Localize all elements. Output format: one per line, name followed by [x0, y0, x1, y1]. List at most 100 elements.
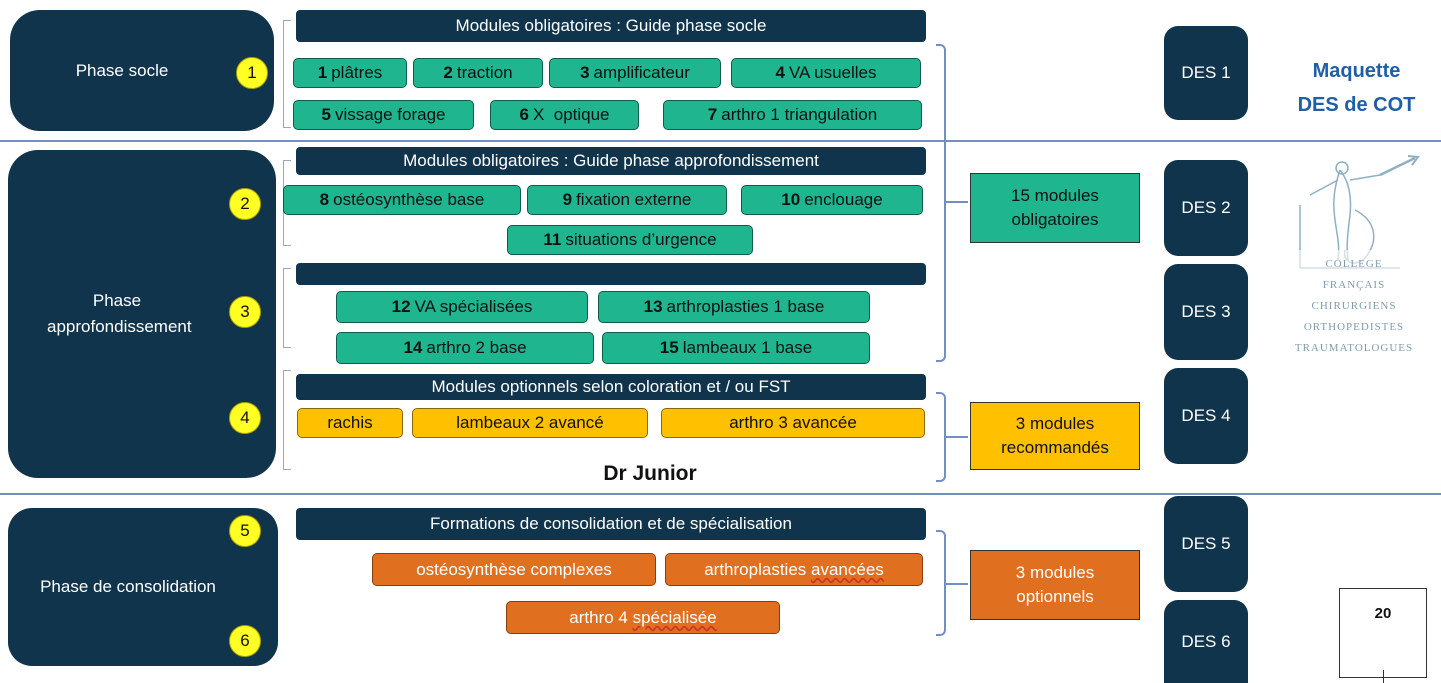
summary-line: 3 modules: [1015, 414, 1095, 433]
brace-tick: [946, 583, 968, 585]
advanced-module: arthroplasties avancées: [665, 553, 923, 586]
des-year: DES 3: [1164, 264, 1248, 360]
step-number: 6: [229, 625, 261, 657]
module-number: 12: [391, 297, 411, 316]
module-number: 11: [543, 230, 562, 249]
module-number: 2: [443, 63, 453, 82]
module-number: 9: [562, 190, 573, 209]
step-number: 2: [229, 188, 261, 220]
module-number: 8: [319, 190, 330, 209]
page-number-box: 20: [1339, 588, 1427, 678]
summary-line: recommandés: [1001, 438, 1109, 457]
step-number: 5: [229, 515, 261, 547]
optional-module: rachis: [297, 408, 403, 438]
brace-tick: [946, 436, 968, 438]
section-bar-socle: Modules obligatoires : Guide phase socle: [296, 10, 926, 42]
module-number: 3: [580, 63, 590, 82]
phase-label: Phase socle: [75, 60, 169, 80]
summary-recommandes: 3 modules recommandés: [970, 402, 1140, 470]
title-line: Maquette: [1312, 60, 1401, 82]
module-number: 1: [317, 63, 328, 82]
section-bar-consolidation: Formations de consolidation et de spécia…: [296, 508, 926, 540]
step-number: 4: [229, 402, 261, 434]
module-number: 13: [643, 297, 663, 316]
module-number: 7: [707, 105, 718, 124]
advanced-module: ostéosynthèse complexes: [372, 553, 656, 586]
group-bracket: [283, 20, 291, 128]
step-number: 3: [229, 296, 261, 328]
module-number: 5: [321, 105, 331, 124]
logo-line: COLLEGE: [1325, 258, 1383, 270]
des-year: DES 2: [1164, 160, 1248, 256]
separator-line: [0, 140, 1441, 142]
section-bar-blank: [296, 263, 926, 285]
module-label: fixation externe: [576, 190, 692, 209]
des-year: DES 4: [1164, 368, 1248, 464]
des-year: DES 1: [1164, 26, 1248, 120]
group-brace: [936, 44, 946, 362]
module-label: lambeaux 1 base: [682, 338, 813, 357]
summary-line: 3 modules: [1015, 563, 1095, 582]
module-label: arthroplasties 1 base: [666, 297, 825, 316]
module-label: traction: [456, 63, 513, 82]
summary-obligatoires: 15 modules obligatoires: [970, 173, 1140, 243]
module-number: 14: [403, 338, 423, 357]
group-bracket: [283, 268, 291, 348]
advanced-module-text: arthro 4: [569, 607, 633, 627]
brace-tick: [946, 201, 968, 203]
summary-line: obligatoires: [1011, 210, 1099, 229]
des-year: DES 5: [1164, 496, 1248, 592]
dr-junior-label: Dr Junior: [603, 462, 697, 485]
logo-line: ORTHOPEDISTES: [1303, 321, 1405, 333]
module-label: arthro 1 triangulation: [721, 105, 878, 124]
group-brace: [936, 392, 946, 482]
module-label: vissage forage: [334, 105, 446, 124]
college-logo: COLLEGE FRANÇAIS CHIRURGIENS ORTHOPEDIST…: [1280, 150, 1428, 372]
module-label: X optique: [532, 105, 610, 124]
module-label: arthro 2 base: [426, 338, 527, 357]
separator-line: [0, 493, 1441, 495]
module-label: VA usuelles: [788, 63, 877, 82]
title-line: DES de COT: [1297, 94, 1416, 116]
logo-line: FRANÇAIS: [1322, 279, 1386, 291]
logo-figure-icon: [1288, 155, 1420, 366]
optional-module: arthro 3 avancée: [661, 408, 925, 438]
summary-line: optionnels: [1016, 587, 1094, 606]
module-label: enclouage: [804, 190, 883, 209]
module-label: VA spécialisées: [414, 297, 533, 316]
section-bar-optionnels: Modules optionnels selon coloration et /…: [296, 374, 926, 400]
module-label: ostéosynthèse base: [333, 190, 485, 209]
group-brace: [936, 530, 946, 636]
spellcheck-word: spécialisée: [632, 607, 717, 627]
page-number: 20: [1374, 605, 1392, 622]
phase-label: Phase de consolidation: [40, 577, 216, 596]
module-number: 10: [781, 190, 801, 209]
page-title: Maquette DES de COT: [1272, 54, 1441, 122]
step-number: 1: [236, 57, 268, 89]
phase-label: Phase approfondissement: [47, 291, 192, 336]
des-year: DES 6: [1164, 600, 1248, 683]
module-label: amplificateur: [593, 63, 690, 82]
logo-line: TRAUMATOLOGUES: [1294, 342, 1414, 354]
logo-line: CHIRURGIENS: [1311, 300, 1397, 312]
summary-optionnels: 3 modules optionnels: [970, 550, 1140, 620]
advanced-module-text: arthroplasties: [704, 559, 811, 579]
module-number: 4: [775, 63, 785, 82]
phase-socle: Phase socle: [10, 10, 274, 131]
section-bar-approfondissement: Modules obligatoires : Guide phase appro…: [296, 147, 926, 175]
module-label: situations d’urgence: [565, 230, 717, 249]
